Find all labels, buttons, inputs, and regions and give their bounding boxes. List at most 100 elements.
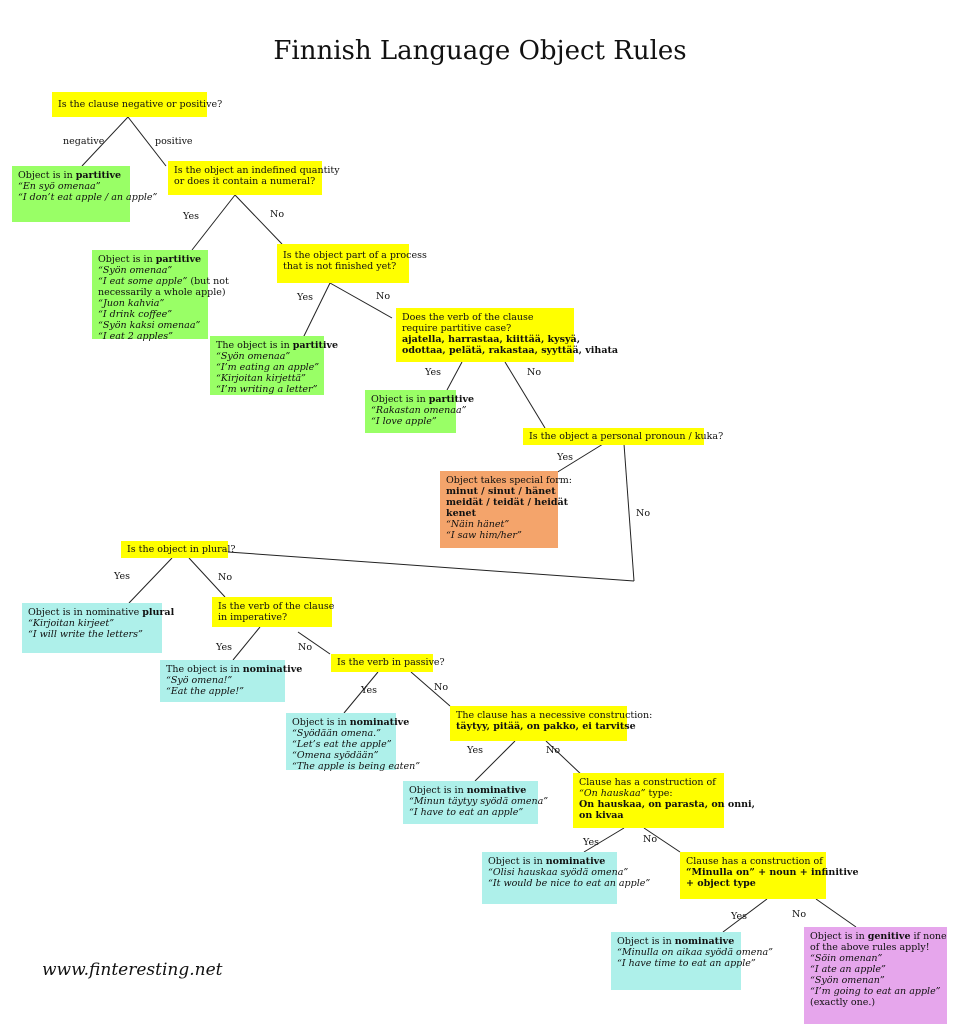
result-numeral-partitive: Object is in partitive “Syön omenaa” “I …: [92, 250, 229, 342]
example-english: “I saw him/her”: [446, 530, 522, 541]
example-english: “The apple is being eaten”: [292, 761, 421, 772]
result-imperative-nominative: The object is in nominative “Syö omena!”…: [160, 660, 302, 702]
connector: [583, 827, 625, 853]
rule-prefix: Object is in: [292, 717, 350, 728]
rule-text: Object takes special form:: [446, 475, 572, 486]
rule-prefix: Object is in: [488, 856, 546, 867]
example-finnish: “Rakastan omenaa”: [371, 405, 467, 416]
connector: [302, 282, 331, 339]
example-english: “Eat the apple!”: [166, 686, 245, 697]
page-title: Finnish Language Object Rules: [273, 36, 687, 66]
case-name: plural: [142, 607, 175, 618]
case-name: nominative: [466, 785, 527, 796]
connector: [127, 116, 167, 167]
construction-list: On hauskaa, on parasta, on onni,: [579, 799, 755, 810]
question-text: Is the object in plural?: [127, 544, 236, 555]
question-text: require partitive case?: [402, 323, 512, 334]
rule-prefix: Object is in: [371, 394, 429, 405]
connector: [643, 827, 681, 853]
example-english: “I’m going to eat an apple”: [810, 986, 941, 997]
label-positive: positive: [155, 136, 193, 147]
connector: [191, 194, 236, 251]
case-name: nominative: [349, 717, 410, 728]
website-credit: www.finteresting.net: [42, 960, 223, 980]
question-text: Is the verb of the clause: [218, 601, 335, 612]
pronoun-forms: minut / sinut / hänet: [446, 486, 556, 497]
label-yes: Yes: [731, 911, 747, 922]
connector: [232, 626, 261, 661]
example-english: “I’m writing a letter”: [216, 384, 318, 395]
question-text: that is not finished yet?: [283, 261, 397, 272]
example-english: “I have time to eat an apple”: [617, 958, 756, 969]
example-note: necessarily a whole apple): [98, 287, 226, 298]
rule-text: Object is in genitive if none: [810, 931, 947, 942]
label-no: No: [643, 834, 658, 845]
example-english: “I don’t eat apple / an apple”: [18, 192, 158, 203]
construction-list: “Minulla on” + noun + infinitive: [686, 867, 859, 878]
rule-text: Object is in partitive: [18, 170, 124, 181]
example-english: “It would be nice to eat an apple”: [488, 878, 651, 889]
example-english: “I eat some apple” (but not: [98, 276, 229, 287]
label-no: No: [527, 367, 542, 378]
label-yes: Yes: [114, 571, 130, 582]
connector: [722, 898, 768, 933]
question-necessive: The clause has a necessive construction:…: [450, 706, 652, 741]
rule-text: The object is in nominative: [166, 664, 302, 675]
example-finnish: “Kirjoitan kirjeet”: [28, 618, 115, 629]
label-yes: Yes: [583, 837, 599, 848]
question-text-suffix: type:: [645, 788, 673, 799]
example-english-text: “I eat some apple”: [98, 276, 188, 287]
label-no: No: [546, 745, 561, 756]
example-finnish: “Syön omenaa”: [216, 351, 291, 362]
label-no: No: [792, 909, 807, 920]
rule-prefix: The object is in: [166, 664, 243, 675]
connector: [227, 551, 635, 582]
connector: [545, 740, 585, 778]
case-name: nominative: [242, 664, 303, 675]
connector: [329, 282, 393, 319]
example-finnish: “En syö omenaa”: [18, 181, 101, 192]
rule-text: Object is in nominative: [292, 717, 409, 728]
question-personal-pronoun: Is the object a personal pronoun / kuka?: [523, 428, 723, 445]
result-necessive-nominative: Object is in nominative “Minun täytyy sy…: [403, 781, 549, 824]
example-finnish: “Syö omena!”: [166, 675, 233, 686]
construction-list: on kivaa: [579, 810, 624, 821]
label-yes: Yes: [216, 642, 232, 653]
example-note: (exactly one.): [810, 997, 876, 1008]
verb-list: ajatella, harrastaa, kiittää, kysyä,: [402, 334, 580, 345]
question-unfinished-process: Is the object part of a process that is …: [277, 244, 427, 283]
construction-example: “On hauskaa”: [579, 788, 646, 799]
question-on-hauskaa: Clause has a construction of “On hauskaa…: [573, 773, 755, 828]
question-text: in imperative?: [218, 612, 288, 623]
question-text: “On hauskaa” type:: [579, 788, 718, 799]
question-indefinite-quantity: Is the object an indefined quantity or d…: [168, 161, 340, 195]
connector: [815, 898, 857, 928]
result-passive-nominative: Object is in nominative “Syödään omena.”…: [286, 713, 421, 772]
connector: [81, 116, 129, 167]
question-text: Is the verb in passive?: [337, 657, 445, 668]
rule-prefix: The object is in: [216, 340, 293, 351]
connector: [446, 361, 463, 391]
connector: [188, 557, 226, 598]
example-finnish: “Olisi hauskaa syödä omena”: [488, 867, 629, 878]
example-finnish: “Minun täytyy syödä omena”: [409, 796, 549, 807]
example-english: “I drink coffee”: [98, 309, 173, 320]
rule-text: Object is in nominative: [409, 785, 532, 796]
case-name: partitive: [155, 254, 202, 265]
question-text: Clause has a construction of: [579, 777, 716, 788]
rule-text: Object is in partitive: [371, 394, 474, 405]
example-finnish: “Minulla on aikaa syödä omena”: [617, 947, 773, 958]
pronoun-forms: meidät / teidät / heidät: [446, 497, 569, 508]
rule-prefix: Object is in: [810, 931, 868, 942]
example-finnish: “Syön kaksi omenaa”: [98, 320, 201, 331]
label-yes: Yes: [361, 685, 377, 696]
example-english: “I’m eating an apple”: [216, 362, 320, 373]
label-negative: negative: [63, 136, 105, 147]
question-partitive-verb: Does the verb of the clause require part…: [396, 308, 618, 362]
example-finnish: “Syön omenan”: [810, 975, 885, 986]
result-nominative-plural: Object is in nominative plural “Kirjoita…: [22, 603, 174, 653]
case-name: partitive: [292, 340, 339, 351]
connector: [410, 671, 451, 707]
result-negative-partitive: Object is in partitive “En syö omenaa” “…: [12, 166, 158, 222]
